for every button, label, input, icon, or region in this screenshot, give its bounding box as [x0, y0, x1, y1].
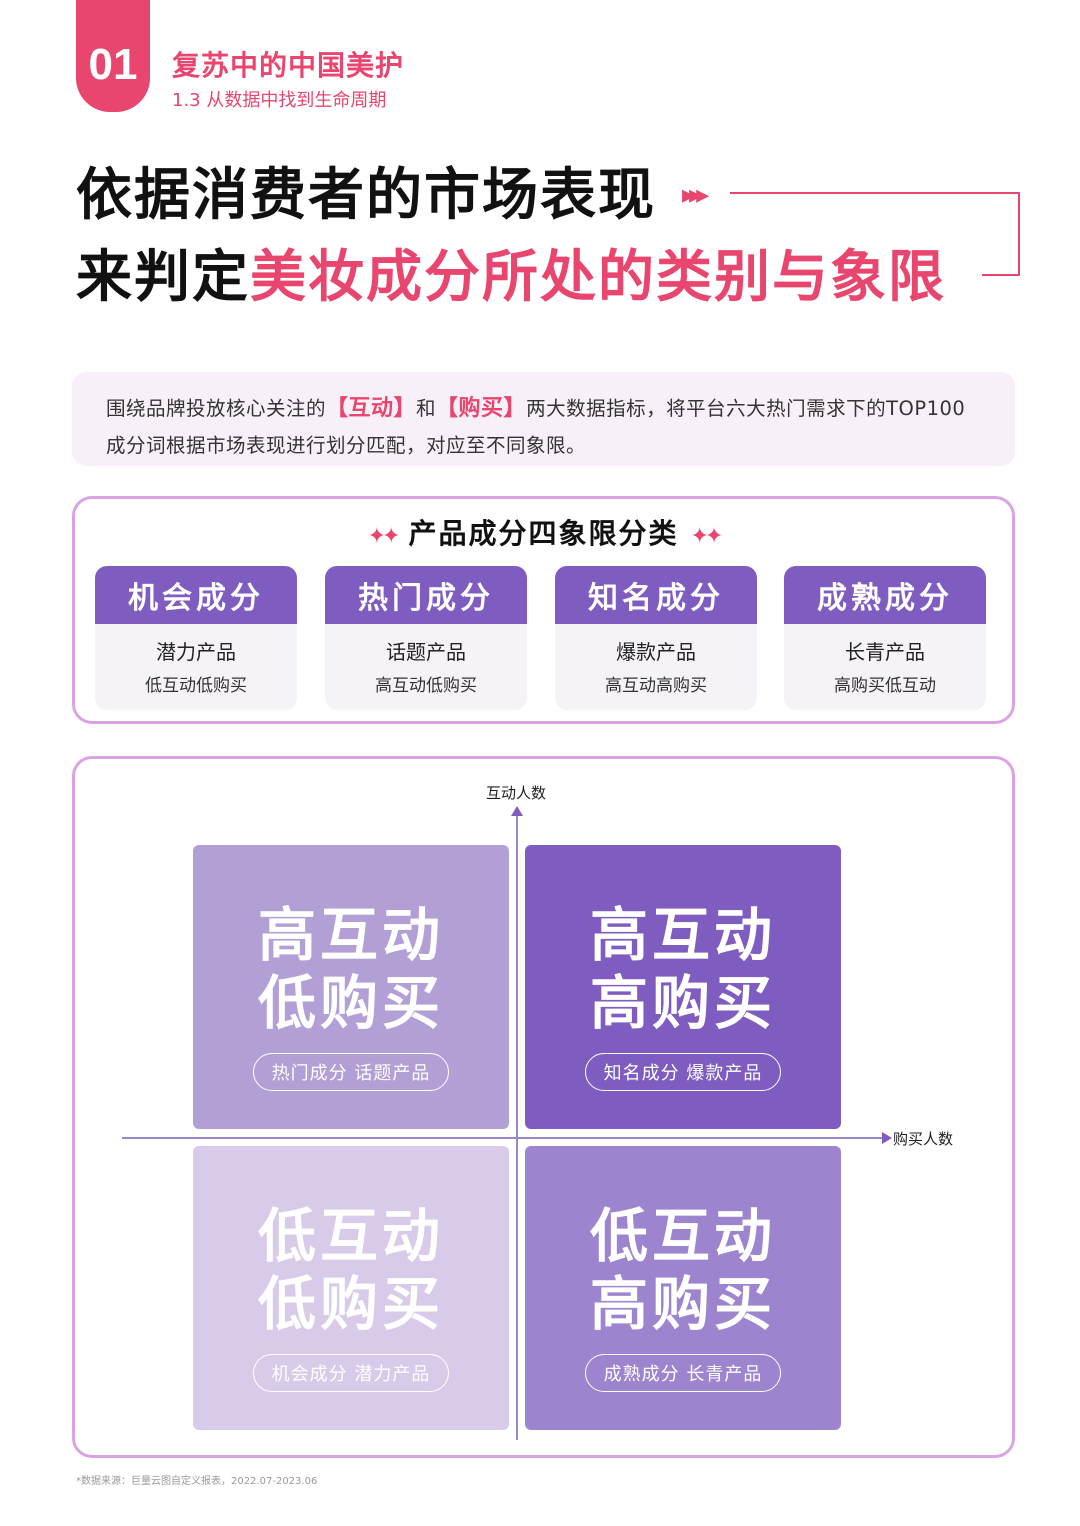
decorative-line: [1018, 192, 1020, 276]
category-card-mature: 成熟成分 长青产品 高购买低互动: [784, 566, 986, 710]
classification-title-text: 产品成分四象限分类: [408, 517, 679, 550]
quadrant-top-left: 高互动 低购买 热门成分 话题产品: [193, 845, 509, 1129]
card-product-type: 潜力产品: [156, 640, 236, 664]
intro-text: 两大数据指标，将平台六大热门需求下的TOP100成分词根据市场表现进行划分匹配，…: [106, 397, 966, 457]
card-title: 知名成分: [555, 566, 757, 624]
data-source-footnote: *数据来源：巨量云图自定义报表，2022.07-2023.06: [76, 1476, 318, 1487]
card-description: 高互动高购买: [605, 676, 707, 696]
category-card-hot: 热门成分 话题产品 高互动低购买: [325, 566, 527, 710]
card-product-type: 长青产品: [845, 640, 925, 664]
card-description: 高互动低购买: [375, 676, 477, 696]
quadrant-line-2: 高购买: [589, 969, 776, 1037]
quadrant-tag: 知名成分 爆款产品: [584, 1053, 782, 1091]
decorative-line: [730, 192, 1020, 194]
quadrant-panel: [72, 756, 1015, 1458]
quadrant-tag: 成熟成分 长青产品: [584, 1354, 782, 1392]
x-axis-label: 购买人数: [893, 1130, 954, 1148]
quadrant-line-2: 低购买: [257, 969, 444, 1037]
classification-panel: [72, 496, 1015, 724]
quadrant-line-1: 高互动: [589, 901, 776, 969]
y-axis-line: [516, 812, 518, 1440]
quadrant-bottom-left: 低互动 低购买 机会成分 潜力产品: [193, 1146, 509, 1430]
headline-prefix: 来判定: [76, 245, 250, 310]
classification-title: ✦✦ 产品成分四象限分类 ✦✦: [72, 512, 1015, 552]
triple-arrow-icon: ▸▸▸: [682, 180, 709, 210]
sparkle-icon: ✦✦: [367, 524, 401, 549]
sparkle-icon: ✦✦: [690, 524, 724, 549]
intro-text: 围绕品牌投放核心关注的: [106, 397, 327, 420]
quadrant-line-1: 低互动: [257, 1202, 444, 1270]
intro-text: 和: [416, 397, 437, 420]
quadrant-line-2: 高购买: [589, 1270, 776, 1338]
y-axis-arrow-icon: [511, 806, 523, 816]
card-title: 机会成分: [95, 566, 297, 624]
quadrant-tag: 机会成分 潜力产品: [252, 1354, 450, 1392]
intro-highlight-interaction: 【互动】: [326, 396, 417, 421]
decorative-line: [982, 274, 1020, 276]
y-axis-label: 互动人数: [486, 784, 547, 802]
quadrant-line-1: 高互动: [257, 901, 444, 969]
quadrant-line-1: 低互动: [589, 1202, 776, 1270]
x-axis-line: [122, 1137, 884, 1139]
x-axis-arrow-icon: [882, 1132, 892, 1144]
card-title: 成熟成分: [784, 566, 986, 624]
intro-paragraph: 围绕品牌投放核心关注的【互动】和【购买】两大数据指标，将平台六大热门需求下的TO…: [72, 372, 1015, 466]
card-product-type: 话题产品: [386, 640, 466, 664]
category-card-opportunity: 机会成分 潜力产品 低互动低购买: [95, 566, 297, 710]
headline-highlight: 美妆成分所处的类别与象限: [250, 245, 946, 310]
quadrant-line-2: 低购买: [257, 1270, 444, 1338]
quadrant-bottom-right: 低互动 高购买 成熟成分 长青产品: [525, 1146, 841, 1430]
card-product-type: 爆款产品: [616, 640, 696, 664]
headline-line-1: 依据消费者的市场表现: [76, 163, 656, 228]
card-description: 高购买低互动: [834, 676, 936, 696]
category-card-famous: 知名成分 爆款产品 高互动高购买: [555, 566, 757, 710]
intro-highlight-purchase: 【购买】: [436, 396, 527, 421]
card-description: 低互动低购买: [145, 676, 247, 696]
card-title: 热门成分: [325, 566, 527, 624]
section-title: 复苏中的中国美护: [172, 49, 405, 82]
headline-line-2: 来判定美妆成分所处的类别与象限: [76, 250, 946, 306]
section-number-badge: 01: [76, 0, 150, 112]
quadrant-top-right: 高互动 高购买 知名成分 爆款产品: [525, 845, 841, 1129]
section-subtitle: 1.3 从数据中找到生命周期: [172, 90, 387, 111]
quadrant-tag: 热门成分 话题产品: [252, 1053, 450, 1091]
